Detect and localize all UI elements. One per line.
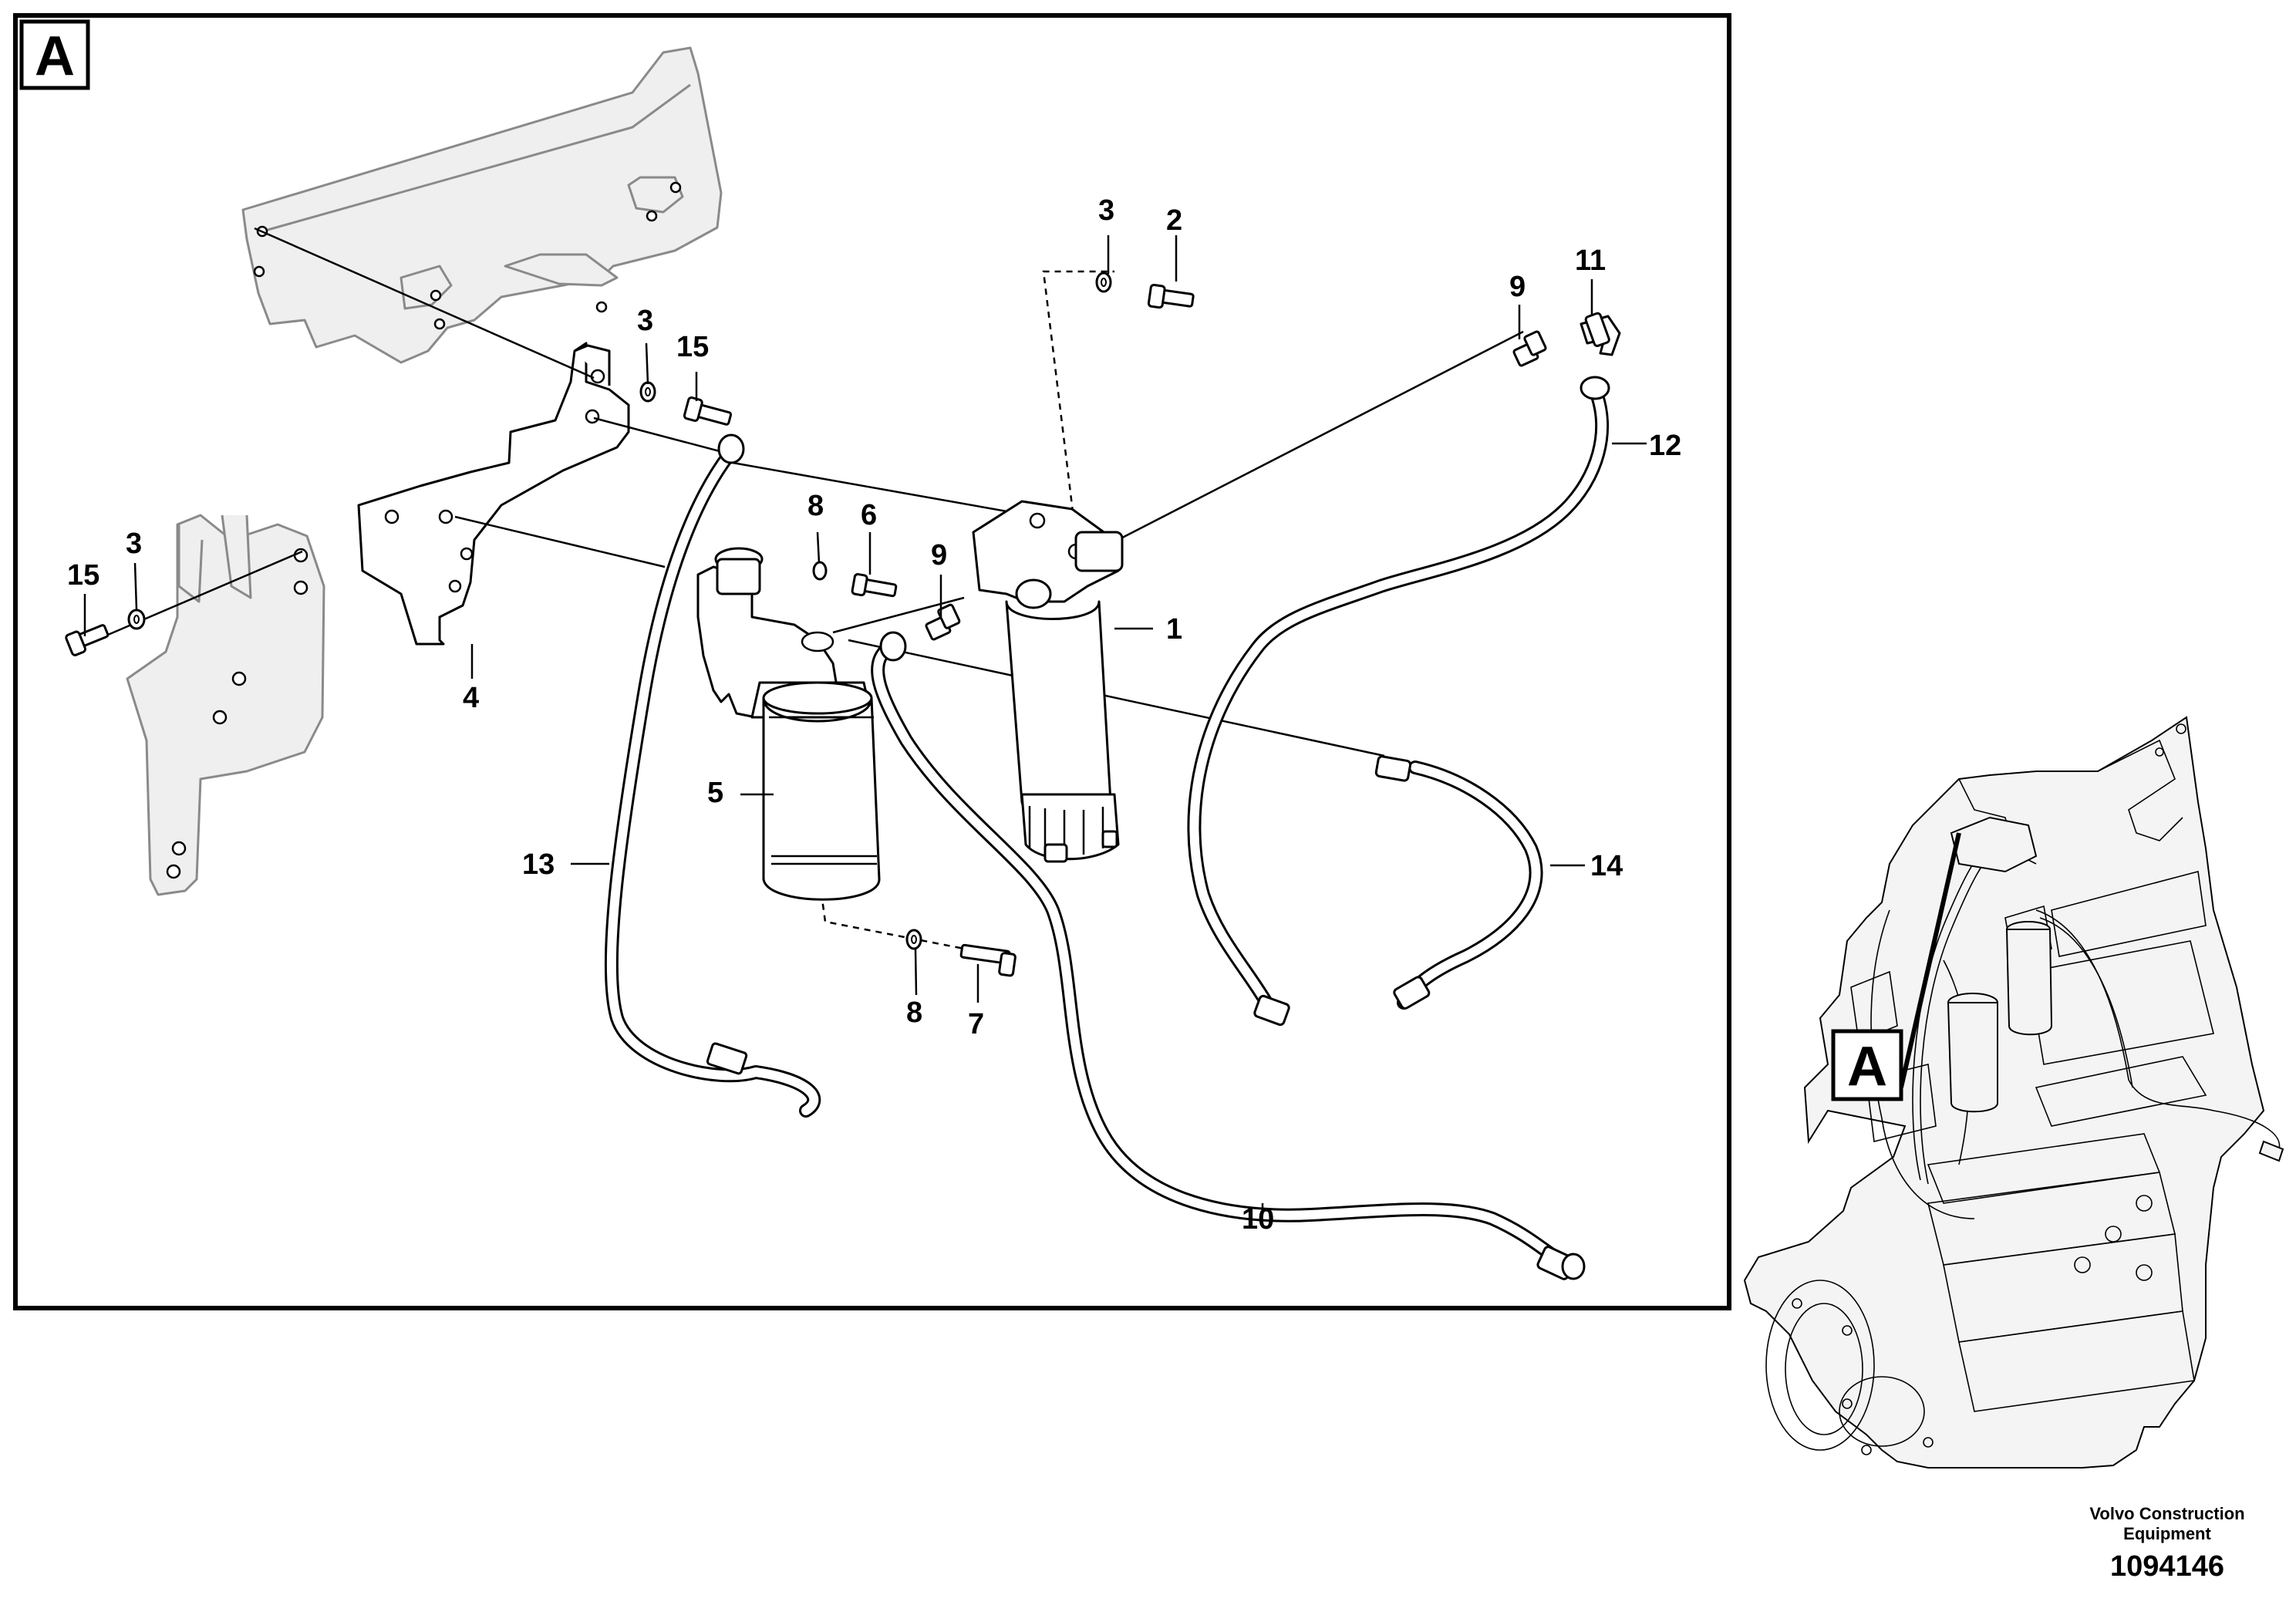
brand-line-2: Equipment: [2123, 1524, 2211, 1543]
hose-13: [604, 433, 821, 1118]
washer-3-top: [639, 381, 656, 403]
hose-10: [871, 631, 1586, 1280]
leader-lines: [83, 235, 1647, 1215]
callout-3: 3: [637, 305, 653, 337]
washer-3-right: [1095, 271, 1112, 293]
callout-7: 7: [968, 1008, 984, 1040]
callout-4: 4: [463, 682, 479, 714]
filter-mounting-bracket: [357, 342, 630, 646]
brand-line-1: Volvo Construction: [2089, 1504, 2244, 1523]
svg-text:A: A: [1847, 1036, 1887, 1098]
callout-9: 9: [1509, 271, 1526, 303]
callout-1: 1: [1166, 613, 1182, 646]
frame-tag-a: A: [19, 19, 90, 90]
bolt-7: [959, 943, 1017, 977]
bolt-6: [851, 572, 898, 598]
nipple-9-center: [925, 603, 961, 641]
washer-8-bottom: [905, 929, 922, 950]
callout-15: 15: [676, 331, 709, 363]
callout-3: 3: [126, 528, 142, 560]
callout-8: 8: [906, 996, 922, 1029]
callout-15: 15: [67, 559, 99, 592]
hose-12: [1187, 376, 1610, 1027]
callout-3: 3: [1098, 194, 1114, 227]
nipple-9-right: [1512, 330, 1547, 367]
callout-14: 14: [1590, 850, 1623, 882]
callout-10: 10: [1242, 1203, 1274, 1236]
engine-mounting-bracket: [241, 46, 723, 364]
fuel-water-separator-1: [972, 500, 1124, 863]
elbow-11: [1580, 312, 1621, 356]
fuel-filter-5: [696, 547, 881, 901]
svg-text:A: A: [35, 25, 75, 87]
bolt-15-left: [65, 624, 110, 656]
callout-2: 2: [1166, 204, 1182, 237]
washer-3-left: [127, 609, 146, 630]
washer-8-top: [812, 561, 828, 581]
callout-5: 5: [707, 777, 723, 809]
detail-frame: [13, 13, 1731, 1310]
hose-14: [1374, 755, 1543, 1010]
callout-13: 13: [522, 848, 555, 881]
callout-12: 12: [1649, 430, 1681, 462]
callout-11: 11: [1575, 244, 1606, 277]
callout-8: 8: [807, 490, 824, 522]
side-plate-bracket: [126, 514, 325, 896]
bolt-15-top: [683, 396, 733, 426]
callout-9: 9: [931, 539, 947, 572]
bolt-2: [1147, 283, 1195, 309]
callout-6: 6: [861, 499, 877, 531]
document-number: 1094146: [2110, 1550, 2224, 1583]
overview-tag-a: A: [1831, 832, 1961, 1101]
engine-overview-illustration: [1743, 716, 2284, 1469]
